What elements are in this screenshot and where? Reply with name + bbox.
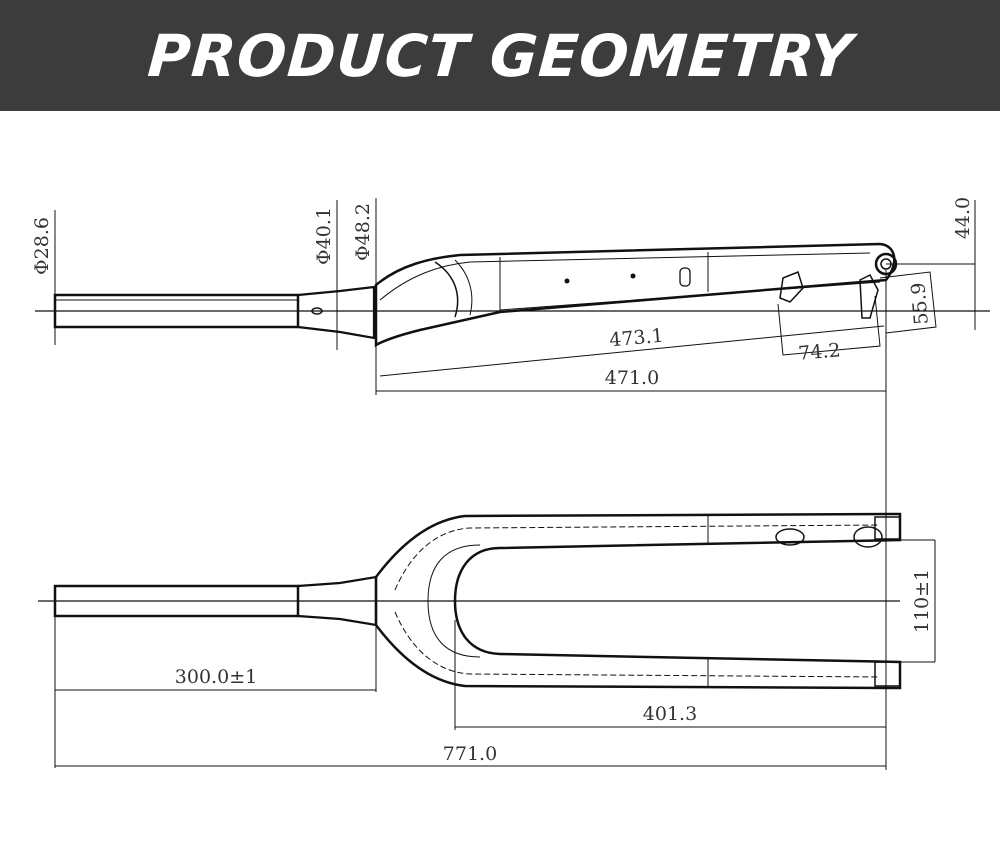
crown-dia-2-label: Φ48.2 bbox=[352, 203, 374, 261]
geometry-drawing: Φ28.6 Φ40.1 Φ48.2 44.0 473.1 471.0 74.2 … bbox=[0, 111, 1000, 863]
dropout-offset-label: 44.0 bbox=[952, 197, 974, 239]
total-length-label: 771.0 bbox=[443, 743, 497, 765]
steerer-dia-label: Φ28.6 bbox=[31, 217, 53, 275]
technical-drawing: Φ28.6 Φ40.1 Φ48.2 44.0 473.1 471.0 74.2 … bbox=[31, 197, 990, 770]
axle-crown-label: 473.1 bbox=[608, 325, 664, 352]
side-view: Φ28.6 Φ40.1 Φ48.2 44.0 473.1 471.0 74.2 … bbox=[31, 197, 990, 620]
hub-spacing-label: 110±1 bbox=[911, 569, 933, 633]
crown-dia-1-label: Φ40.1 bbox=[313, 207, 335, 265]
front-view: 110±1 300.0±1 401.3 771.0 bbox=[38, 512, 936, 770]
blade-length-label: 401.3 bbox=[643, 703, 697, 725]
fork-length-label: 471.0 bbox=[605, 367, 659, 389]
offset-b-label: 55.9 bbox=[907, 281, 933, 325]
header-banner: PRODUCT GEOMETRY bbox=[0, 0, 1000, 111]
offset-a-label: 74.2 bbox=[797, 339, 841, 365]
steerer-length-label: 300.0±1 bbox=[175, 666, 257, 688]
page-title: PRODUCT GEOMETRY bbox=[145, 21, 855, 90]
